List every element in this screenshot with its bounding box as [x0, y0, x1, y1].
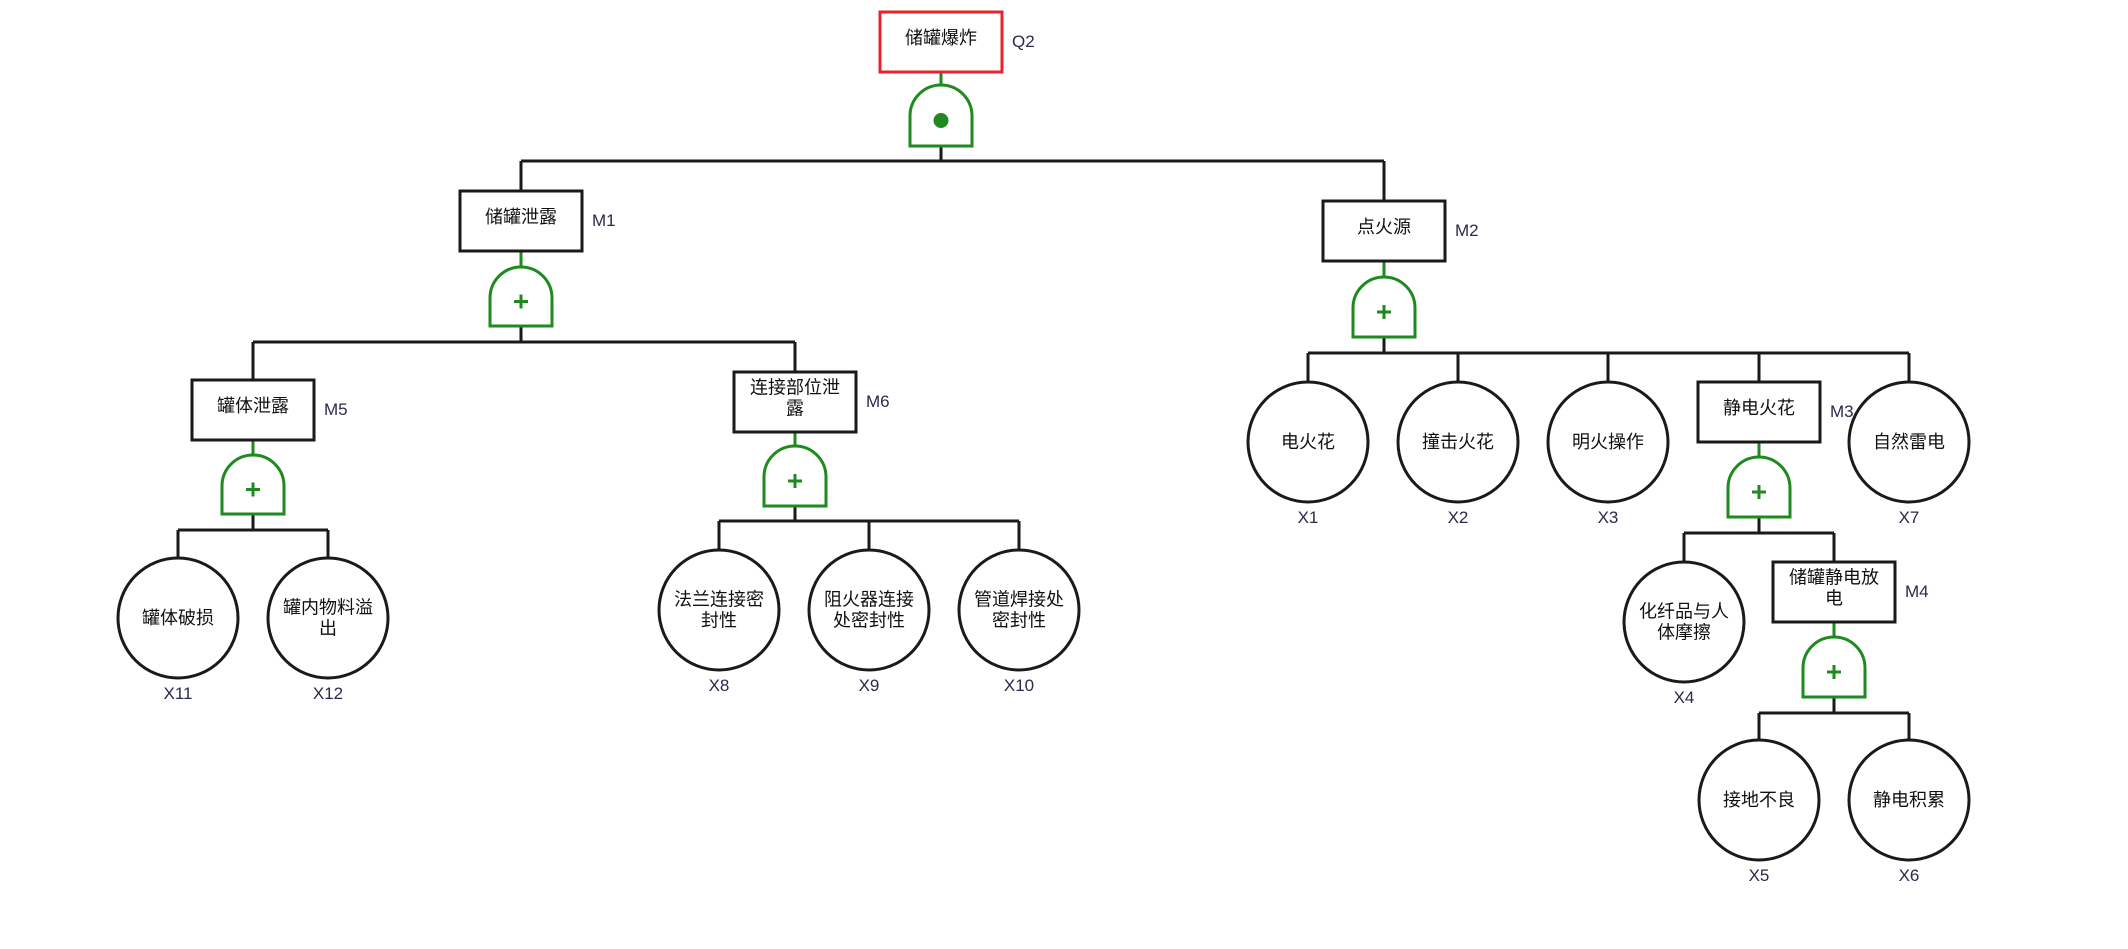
node-label-line: 电火花: [1281, 432, 1335, 453]
node-label-line: 阻火器连接: [824, 590, 914, 611]
or-gate-m1[interactable]: [488, 265, 554, 328]
event-box[interactable]: [1771, 560, 1897, 624]
event-id-label: X1: [1298, 508, 1319, 527]
event-box[interactable]: [190, 378, 316, 442]
intermediate-event-m3[interactable]: 静电火花 M3: [1696, 380, 1854, 444]
event-id-label: X5: [1749, 866, 1770, 885]
event-box[interactable]: [458, 189, 584, 253]
node-label-line: 密封性: [992, 611, 1046, 632]
basic-event-x6[interactable]: 静电积累 X6: [1847, 738, 1971, 885]
event-id-label: X7: [1899, 508, 1920, 527]
event-box[interactable]: [732, 370, 858, 434]
node-label-line: 化纤品与人: [1639, 602, 1729, 623]
or-gate-m3[interactable]: [1726, 455, 1792, 519]
event-id-label: X2: [1448, 508, 1469, 527]
node-label-line: 罐体破损: [142, 608, 214, 629]
event-id-label: X9: [859, 676, 880, 695]
intermediate-event-m5[interactable]: 罐体泄露 M5: [190, 378, 348, 442]
basic-event-x5[interactable]: 接地不良 X5: [1697, 738, 1821, 885]
basic-event-circle[interactable]: [1622, 560, 1746, 684]
basic-event-x2[interactable]: 撞击火花 X2: [1396, 380, 1520, 527]
event-id-label: X6: [1899, 866, 1920, 885]
node-label-line: 储罐静电放: [1789, 568, 1879, 589]
event-id-label: X8: [709, 676, 730, 695]
basic-event-circle[interactable]: [807, 548, 931, 672]
event-box[interactable]: [878, 10, 1004, 74]
basic-event-circle[interactable]: [1847, 380, 1971, 504]
connector-lines: [176, 72, 1911, 740]
or-gate-m5[interactable]: [220, 453, 286, 516]
event-id-label: M2: [1455, 221, 1479, 240]
event-id-label: M5: [324, 400, 348, 419]
node-label-line: 自然雷电: [1873, 432, 1945, 453]
node-label-line: 接地不良: [1723, 790, 1795, 811]
node-label-line: 法兰连接密: [674, 590, 764, 611]
node-label-line: 静电积累: [1873, 790, 1945, 811]
intermediate-event-m1[interactable]: 储罐泄露 M1: [458, 189, 616, 253]
basic-event-x11[interactable]: 罐体破损 X11: [116, 556, 240, 703]
node-label-line: 储罐爆炸: [905, 28, 977, 49]
intermediate-event-m2[interactable]: 点火源 M2: [1321, 199, 1479, 263]
event-id-label: M3: [1830, 402, 1854, 421]
event-id-label: X4: [1674, 688, 1695, 707]
or-gate-m2[interactable]: [1351, 275, 1417, 339]
node-label-line: 处密封性: [833, 611, 905, 632]
basic-event-x1[interactable]: 电火花 X1: [1246, 380, 1370, 527]
event-id-label: M4: [1905, 582, 1929, 601]
logic-gates: [220, 83, 1867, 699]
basic-event-x3[interactable]: 明火操作 X3: [1546, 380, 1670, 527]
basic-event-circle[interactable]: [1246, 380, 1370, 504]
basic-event-x7[interactable]: 自然雷电 X7: [1847, 380, 1971, 527]
and-gate-q2[interactable]: [908, 83, 974, 148]
node-label-line: 明火操作: [1572, 432, 1644, 453]
basic-event-circle[interactable]: [266, 556, 390, 680]
event-box[interactable]: [1696, 380, 1822, 444]
node-label-line: 露: [786, 399, 804, 420]
event-id-label: X3: [1598, 508, 1619, 527]
node-label-line: 电: [1825, 589, 1843, 610]
node-label-line: 管道焊接处: [974, 590, 1064, 611]
basic-event-circle[interactable]: [957, 548, 1081, 672]
node-label-line: 储罐泄露: [485, 207, 557, 228]
node-label-line: 罐内物料溢: [283, 598, 373, 619]
node-label-line: 罐体泄露: [217, 396, 289, 417]
basic-event-circle[interactable]: [1546, 380, 1670, 504]
dot-icon: [933, 113, 949, 128]
event-id-label: X10: [1004, 676, 1034, 695]
or-gate-m6[interactable]: [762, 444, 828, 508]
node-label-line: 静电火花: [1723, 398, 1795, 419]
node-label-line: 出: [319, 619, 337, 640]
or-gate-m4[interactable]: [1801, 635, 1867, 699]
node-label-line: 体摩擦: [1657, 623, 1711, 644]
event-id-label: X12: [313, 684, 343, 703]
node-label-line: 撞击火花: [1422, 432, 1494, 453]
basic-event-circle[interactable]: [1396, 380, 1520, 504]
event-id-label: M1: [592, 211, 616, 230]
node-label-line: 点火源: [1357, 217, 1411, 238]
node-label-line: 连接部位泄: [750, 378, 840, 399]
node-label-line: 封性: [701, 611, 737, 632]
event-box[interactable]: [1321, 199, 1447, 263]
basic-event-circle[interactable]: [1697, 738, 1821, 862]
basic-event-circle[interactable]: [1847, 738, 1971, 862]
event-id-label: X11: [164, 684, 193, 703]
event-id-label: Q2: [1012, 32, 1035, 51]
event-id-label: M6: [866, 392, 890, 411]
basic-event-circle[interactable]: [116, 556, 240, 680]
top-event-q2[interactable]: 储罐爆炸 Q2: [878, 10, 1035, 74]
basic-event-circle[interactable]: [657, 548, 781, 672]
